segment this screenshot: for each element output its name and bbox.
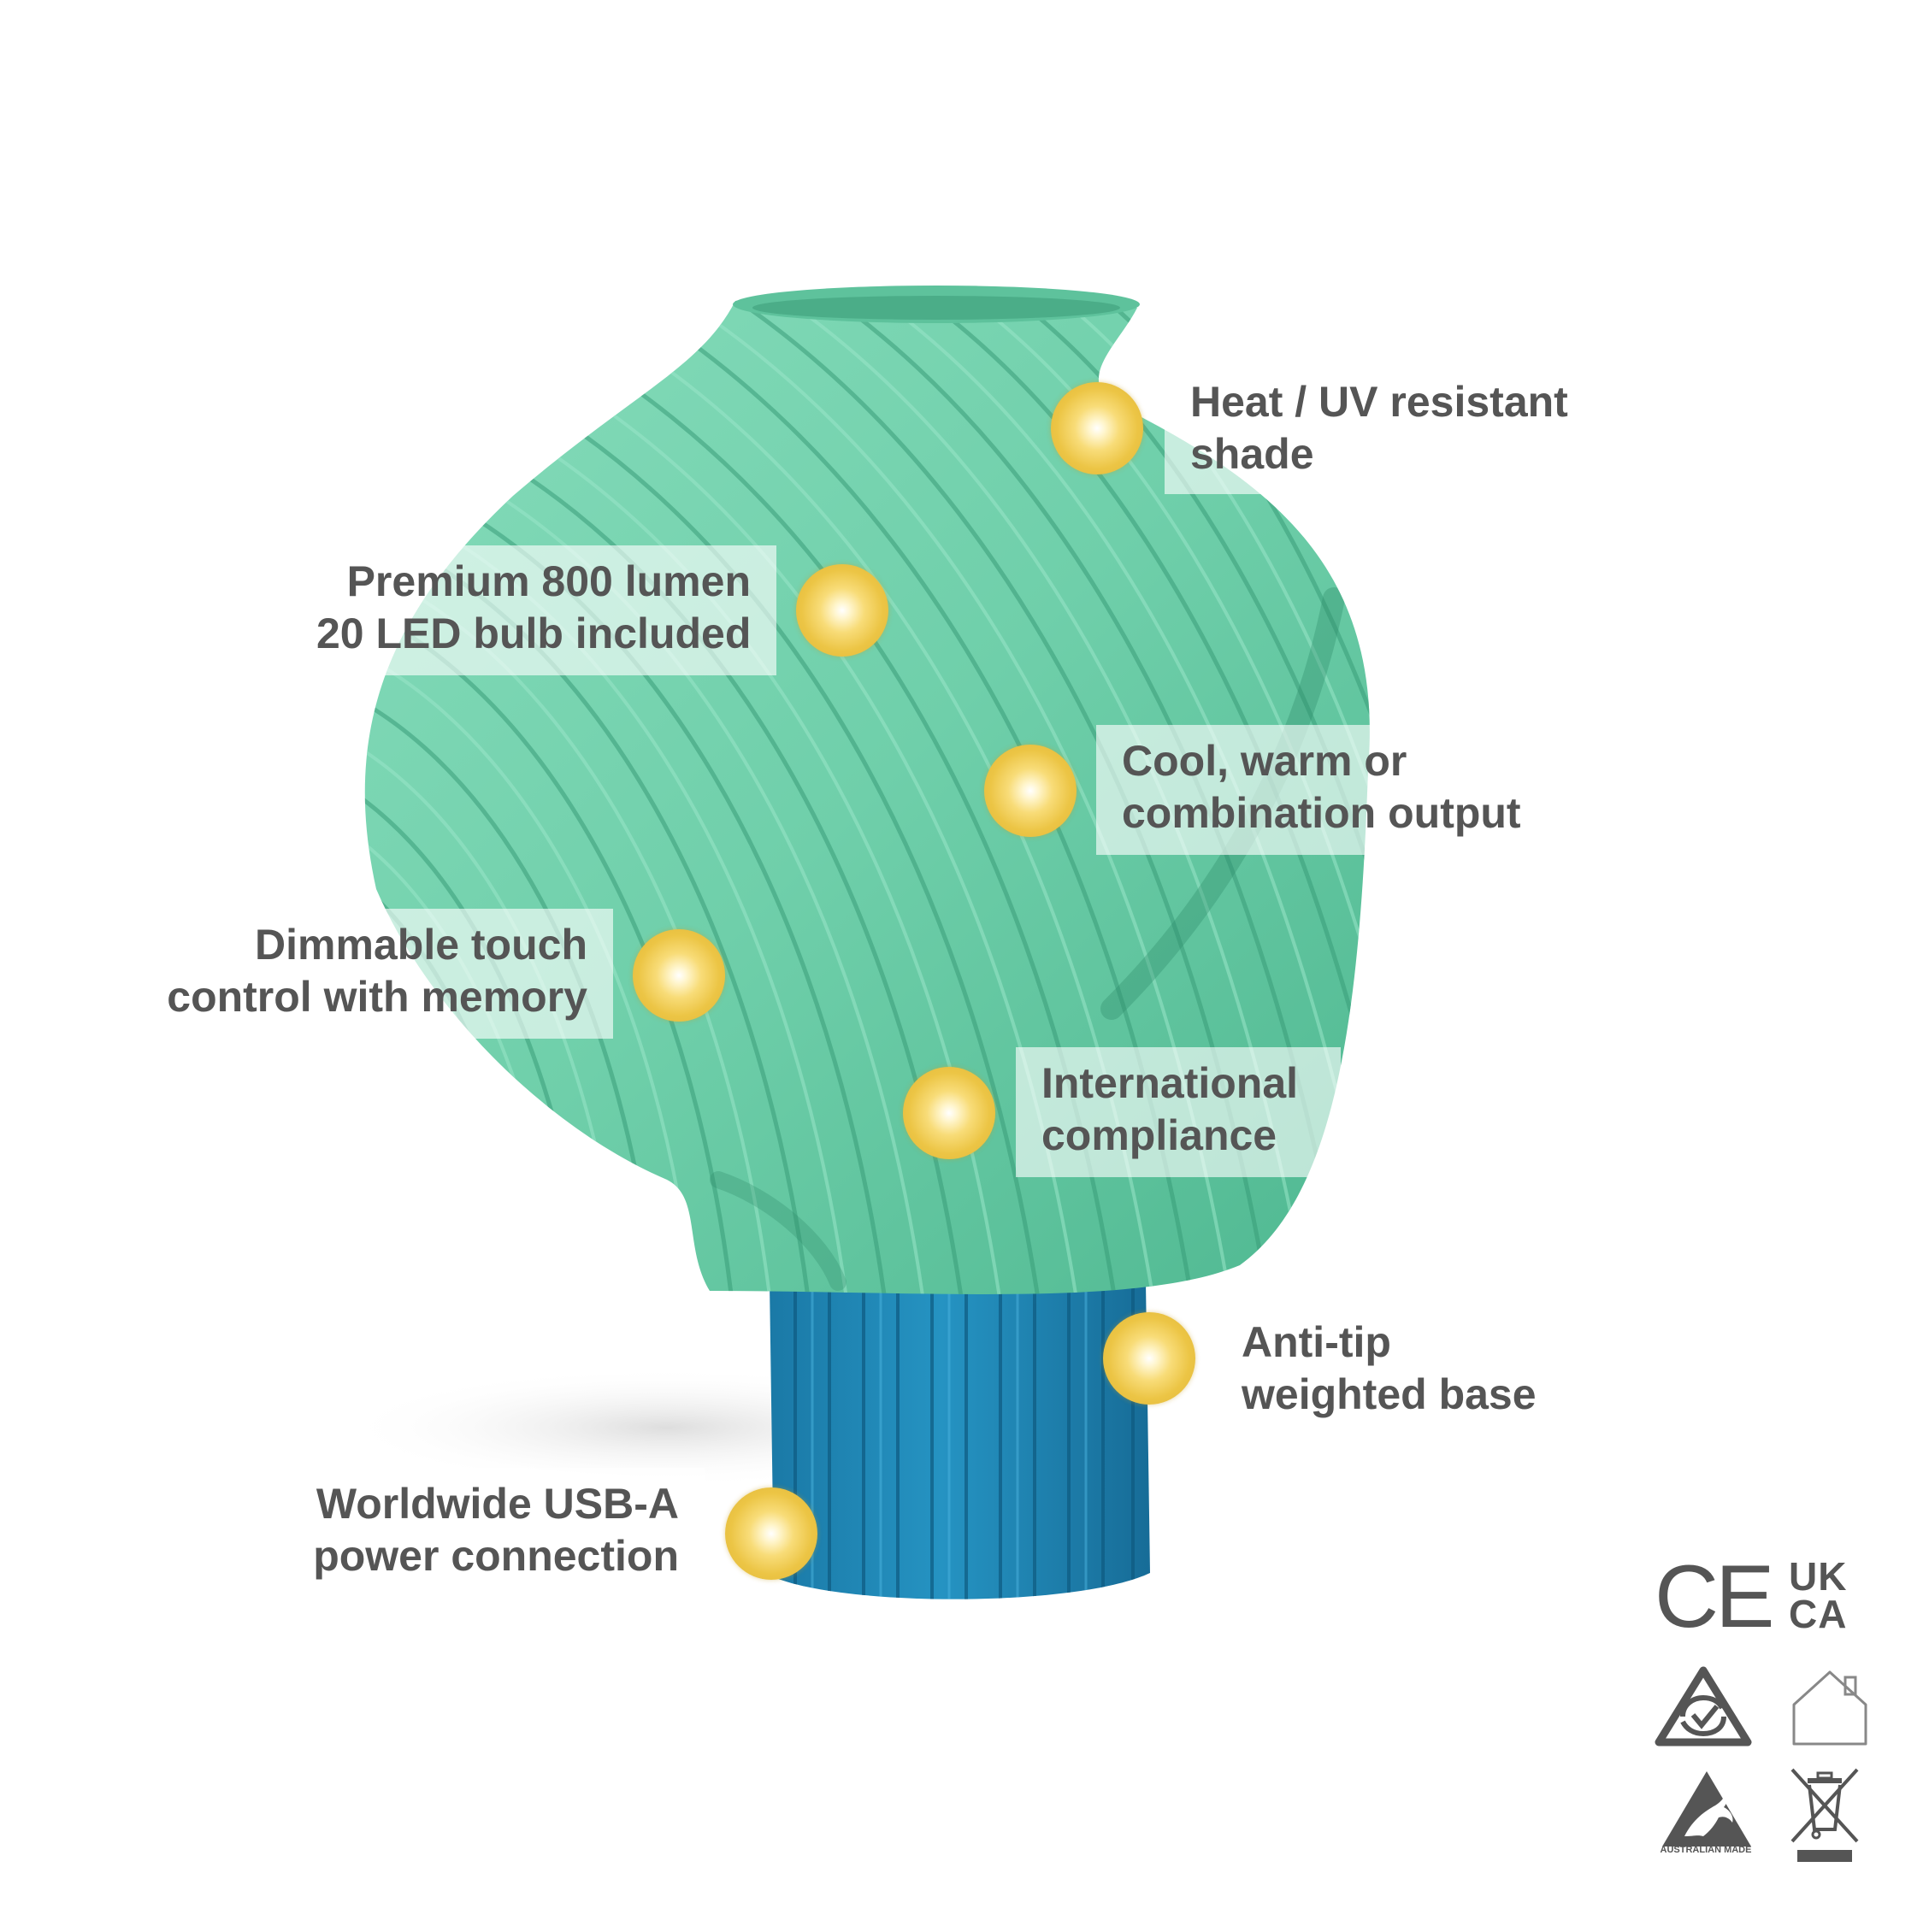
- feature-line: Dimmable touch: [255, 921, 587, 969]
- feature-line: weighted base: [1242, 1370, 1537, 1418]
- feature-heat-uv-shade: Heat / UV resistant shade: [1165, 366, 1568, 494]
- hotspot-dot-dimmable-touch[interactable]: [633, 929, 725, 1022]
- feature-line: Cool, warm or: [1122, 737, 1407, 785]
- feature-line: compliance: [1041, 1111, 1277, 1159]
- ce-mark-icon: CE: [1655, 1547, 1774, 1646]
- australian-made-label: AUSTRALIAN MADE: [1660, 1845, 1752, 1855]
- hotspot-dot-heat-uv[interactable]: [1051, 382, 1143, 474]
- feature-line: control with memory: [167, 973, 587, 1021]
- feature-light-output: Cool, warm or combination output: [1096, 725, 1541, 855]
- feature-line: Worldwide USB-A: [316, 1480, 679, 1528]
- feature-dimmable-touch: Dimmable touch control with memory: [141, 909, 613, 1039]
- hotspot-dot-premium-bulb[interactable]: [796, 564, 888, 657]
- feature-line: International: [1041, 1059, 1299, 1107]
- feature-usb-power: Worldwide USB-A power connection: [275, 1468, 705, 1598]
- feature-line: combination output: [1122, 789, 1521, 837]
- indoor-use-house-icon: [1792, 1670, 1867, 1746]
- feature-line: Premium 800 lumen: [346, 557, 751, 605]
- feature-premium-bulb: Premium 800 lumen 20 LED bulb included: [291, 545, 776, 675]
- feature-anti-tip-base: Anti-tip weighted base: [1216, 1306, 1575, 1436]
- ukca-top: UK: [1789, 1554, 1848, 1599]
- hotspot-dot-anti-tip-base[interactable]: [1103, 1312, 1195, 1405]
- feature-line: Heat / UV resistant: [1190, 378, 1568, 426]
- feature-line: Anti-tip: [1242, 1318, 1391, 1366]
- feature-line: power connection: [313, 1532, 679, 1580]
- feature-international-compliance: International compliance: [1016, 1047, 1341, 1177]
- rcm-mark-icon: [1655, 1666, 1752, 1746]
- feature-line: shade: [1190, 430, 1314, 478]
- lamp-base: [770, 1282, 1150, 1599]
- hotspot-dot-usb-power[interactable]: [725, 1487, 817, 1580]
- weee-crossed-bin-icon: [1790, 1768, 1859, 1862]
- australian-made-kangaroo-icon: [1662, 1771, 1751, 1847]
- ukca-mark-icon: UK CA: [1789, 1554, 1866, 1643]
- hotspot-dot-light-output[interactable]: [984, 745, 1077, 837]
- hotspot-dot-international-compliance[interactable]: [903, 1067, 995, 1159]
- ukca-bottom: CA: [1789, 1592, 1848, 1636]
- feature-line: 20 LED bulb included: [316, 610, 752, 657]
